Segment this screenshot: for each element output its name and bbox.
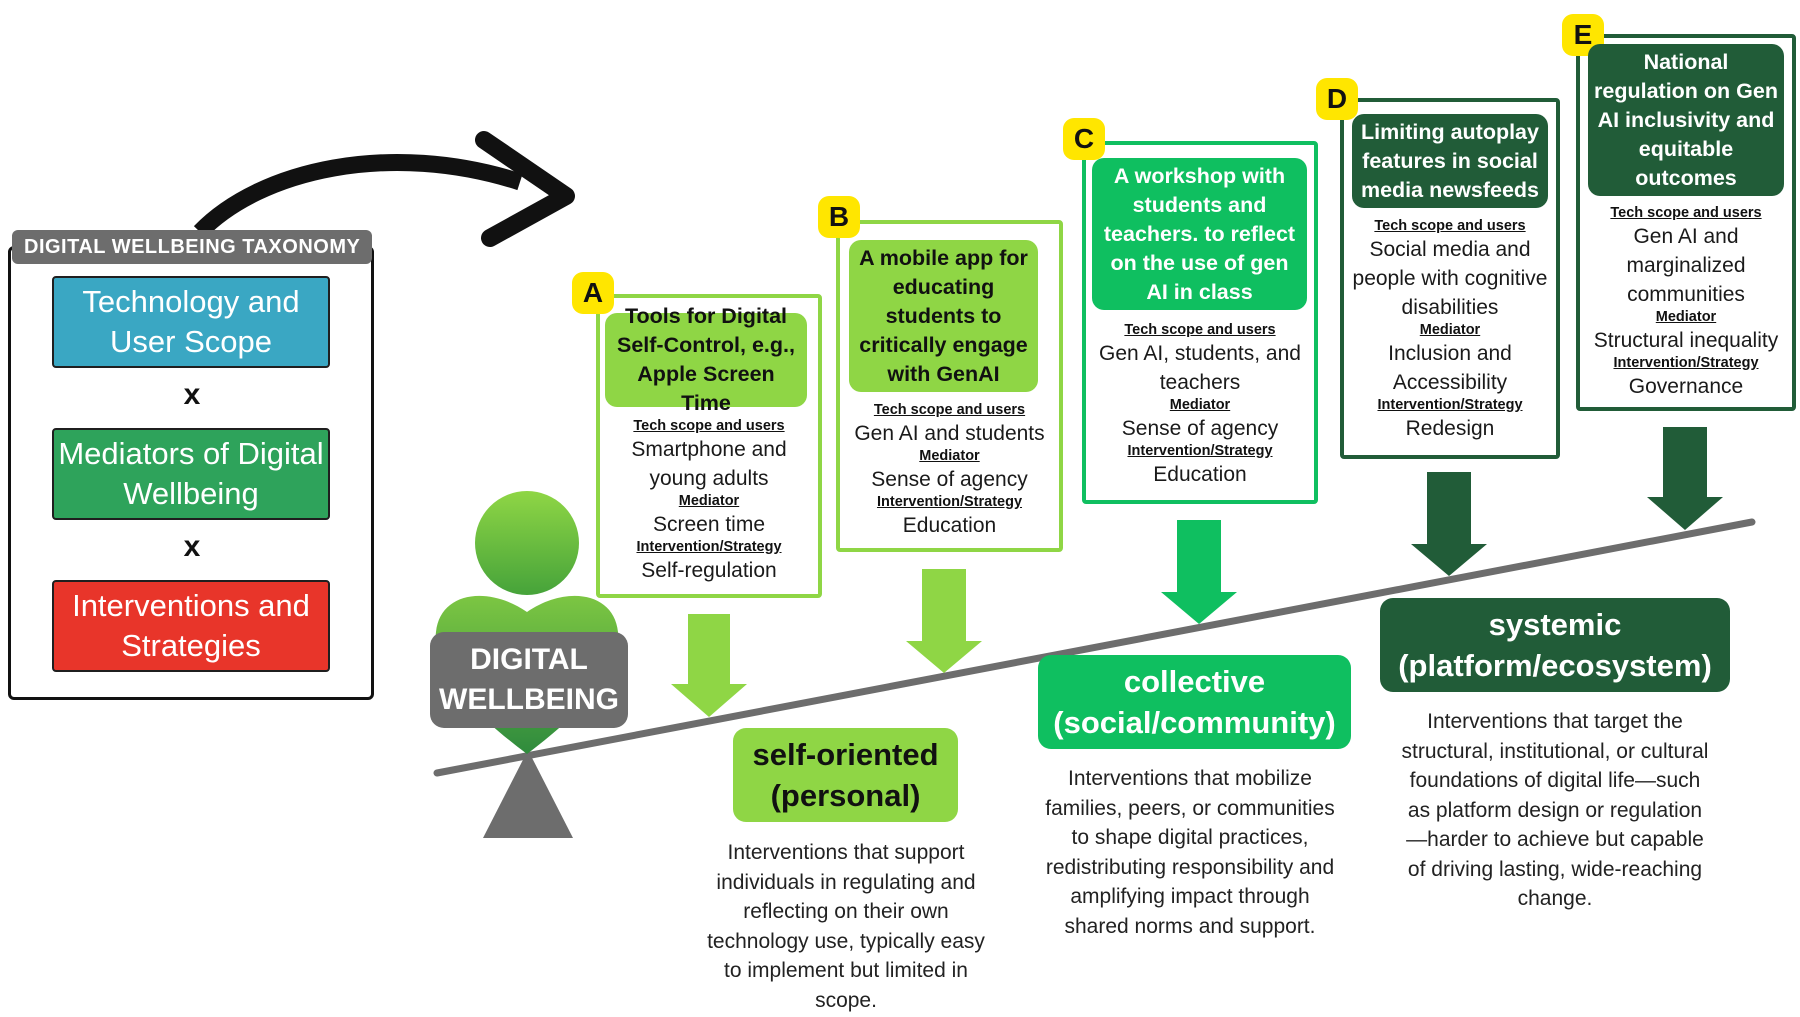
multiply-sign-1: x xyxy=(183,378,201,411)
digital-wellbeing-line2: WELLBEING xyxy=(439,683,619,716)
digital-wellbeing-line1: DIGITAL xyxy=(470,643,588,676)
card-c-badge: C xyxy=(1063,118,1105,160)
card-e-intervention-label: Intervention/Strategy xyxy=(1613,355,1759,371)
card-d-tech-value: Social media and people with cognitive d… xyxy=(1352,238,1548,319)
self-oriented-description: Interventions that support individuals i… xyxy=(707,841,985,1012)
category-systemic-line2: (platform/ecosystem) xyxy=(1398,648,1712,683)
card-c-mediator-value: Sense of agency xyxy=(1121,417,1279,440)
card-a-tech-value: Smartphone and young adults xyxy=(631,438,787,490)
mediators-box: Mediators of Digital Wellbeing xyxy=(52,428,330,520)
card-e-tech-label: Tech scope and users xyxy=(1610,205,1762,221)
card-a-body: Tech scope and users Smartphone and youn… xyxy=(600,418,818,585)
category-systemic: systemic (platform/ecosystem) xyxy=(1380,598,1730,692)
down-arrow-a xyxy=(671,614,747,717)
card-b-tech-label: Tech scope and users xyxy=(873,402,1026,418)
card-d-intervention-label: Intervention/Strategy xyxy=(1377,397,1523,413)
card-d-intervention-value: Redesign xyxy=(1405,417,1495,440)
systemic-description: Interventions that target the structural… xyxy=(1401,710,1709,910)
down-arrow-c xyxy=(1161,520,1237,624)
collective-description: Interventions that mobilize families, pe… xyxy=(1045,767,1335,938)
category-collective: collective (social/community) xyxy=(1038,655,1351,749)
card-d-badge: D xyxy=(1316,78,1358,120)
card-d-tech-label: Tech scope and users xyxy=(1374,218,1526,234)
card-a-title: Tools for Digital Self-Control, e.g., Ap… xyxy=(605,304,807,415)
down-arrow-d xyxy=(1411,472,1487,576)
card-c-tech-label: Tech scope and users xyxy=(1124,322,1276,338)
card-d-mediator-label: Mediator xyxy=(1419,322,1481,338)
card-c-body: Tech scope and users Gen AI, students, a… xyxy=(1086,322,1314,489)
down-arrow-b xyxy=(906,569,982,673)
multiply-sign-2: x xyxy=(183,530,201,563)
card-a-mediator-label: Mediator xyxy=(678,493,740,509)
category-self-oriented-line1: self-oriented xyxy=(752,737,939,772)
digital-wellbeing-label: DIGITAL WELLBEING xyxy=(430,632,628,728)
card-b-intervention-label: Intervention/Strategy xyxy=(876,494,1023,510)
card-b-mediator-value: Sense of agency xyxy=(871,468,1028,491)
card-b-mediator-label: Mediator xyxy=(919,448,980,464)
card-c-intervention-value: Education xyxy=(1153,463,1247,486)
card-b-tech-value: Gen AI and students xyxy=(854,422,1045,445)
tech-user-scope-box: Technology and User Scope xyxy=(52,276,330,368)
card-b-intervention-value: Education xyxy=(902,514,997,537)
card-c-title: A workshop with students and teachers. t… xyxy=(1092,158,1307,310)
card-c-intervention-label: Intervention/Strategy xyxy=(1127,443,1273,459)
category-collective-line1: collective xyxy=(1123,664,1266,699)
taxonomy-title: DIGITAL WELLBEING TAXONOMY xyxy=(12,230,373,264)
card-e-badge: E xyxy=(1562,14,1604,56)
card-b-title: A mobile app for educating students to c… xyxy=(849,240,1038,392)
card-e-body: Tech scope and users Gen AI and marginal… xyxy=(1580,205,1792,401)
card-d-mediator-value: Inclusion and Accessibility xyxy=(1388,342,1512,394)
curved-arrow xyxy=(193,153,523,238)
card-b-body: Tech scope and users Gen AI and students… xyxy=(840,402,1059,540)
card-c-tech-value: Gen AI, students, and teachers xyxy=(1099,342,1301,394)
down-arrow-e xyxy=(1647,427,1723,530)
interventions-box: Interventions and Strategies xyxy=(52,580,330,672)
card-e-title: National regulation on Gen AI inclusivit… xyxy=(1588,44,1784,196)
category-systemic-line1: systemic xyxy=(1488,607,1622,642)
category-collective-line2: (social/community) xyxy=(1053,705,1336,740)
category-self-oriented: self-oriented (personal) xyxy=(733,728,958,822)
card-e-tech-value: Gen AI and marginalized communities xyxy=(1626,225,1746,306)
card-d-title: Limiting autoplay features in social med… xyxy=(1352,114,1548,208)
card-d-body: Tech scope and users Social media and pe… xyxy=(1344,218,1556,443)
category-self-oriented-line2: (personal) xyxy=(770,778,921,813)
card-a-intervention-label: Intervention/Strategy xyxy=(636,539,782,555)
card-b-badge: B xyxy=(818,196,860,238)
person-head xyxy=(475,491,579,595)
card-a-badge: A xyxy=(572,272,614,314)
seesaw-beam xyxy=(433,518,1756,777)
card-a-mediator-value: Screen time xyxy=(652,513,766,536)
card-e-mediator-label: Mediator xyxy=(1655,309,1717,325)
card-c-mediator-label: Mediator xyxy=(1169,397,1231,413)
card-a-tech-label: Tech scope and users xyxy=(633,418,785,434)
card-a-intervention-value: Self-regulation xyxy=(641,559,777,582)
card-e-intervention-value: Governance xyxy=(1628,375,1744,398)
seesaw-fulcrum xyxy=(483,750,573,838)
card-e-mediator-value: Structural inequality xyxy=(1593,329,1779,352)
curved-arrow-head xyxy=(475,131,575,247)
